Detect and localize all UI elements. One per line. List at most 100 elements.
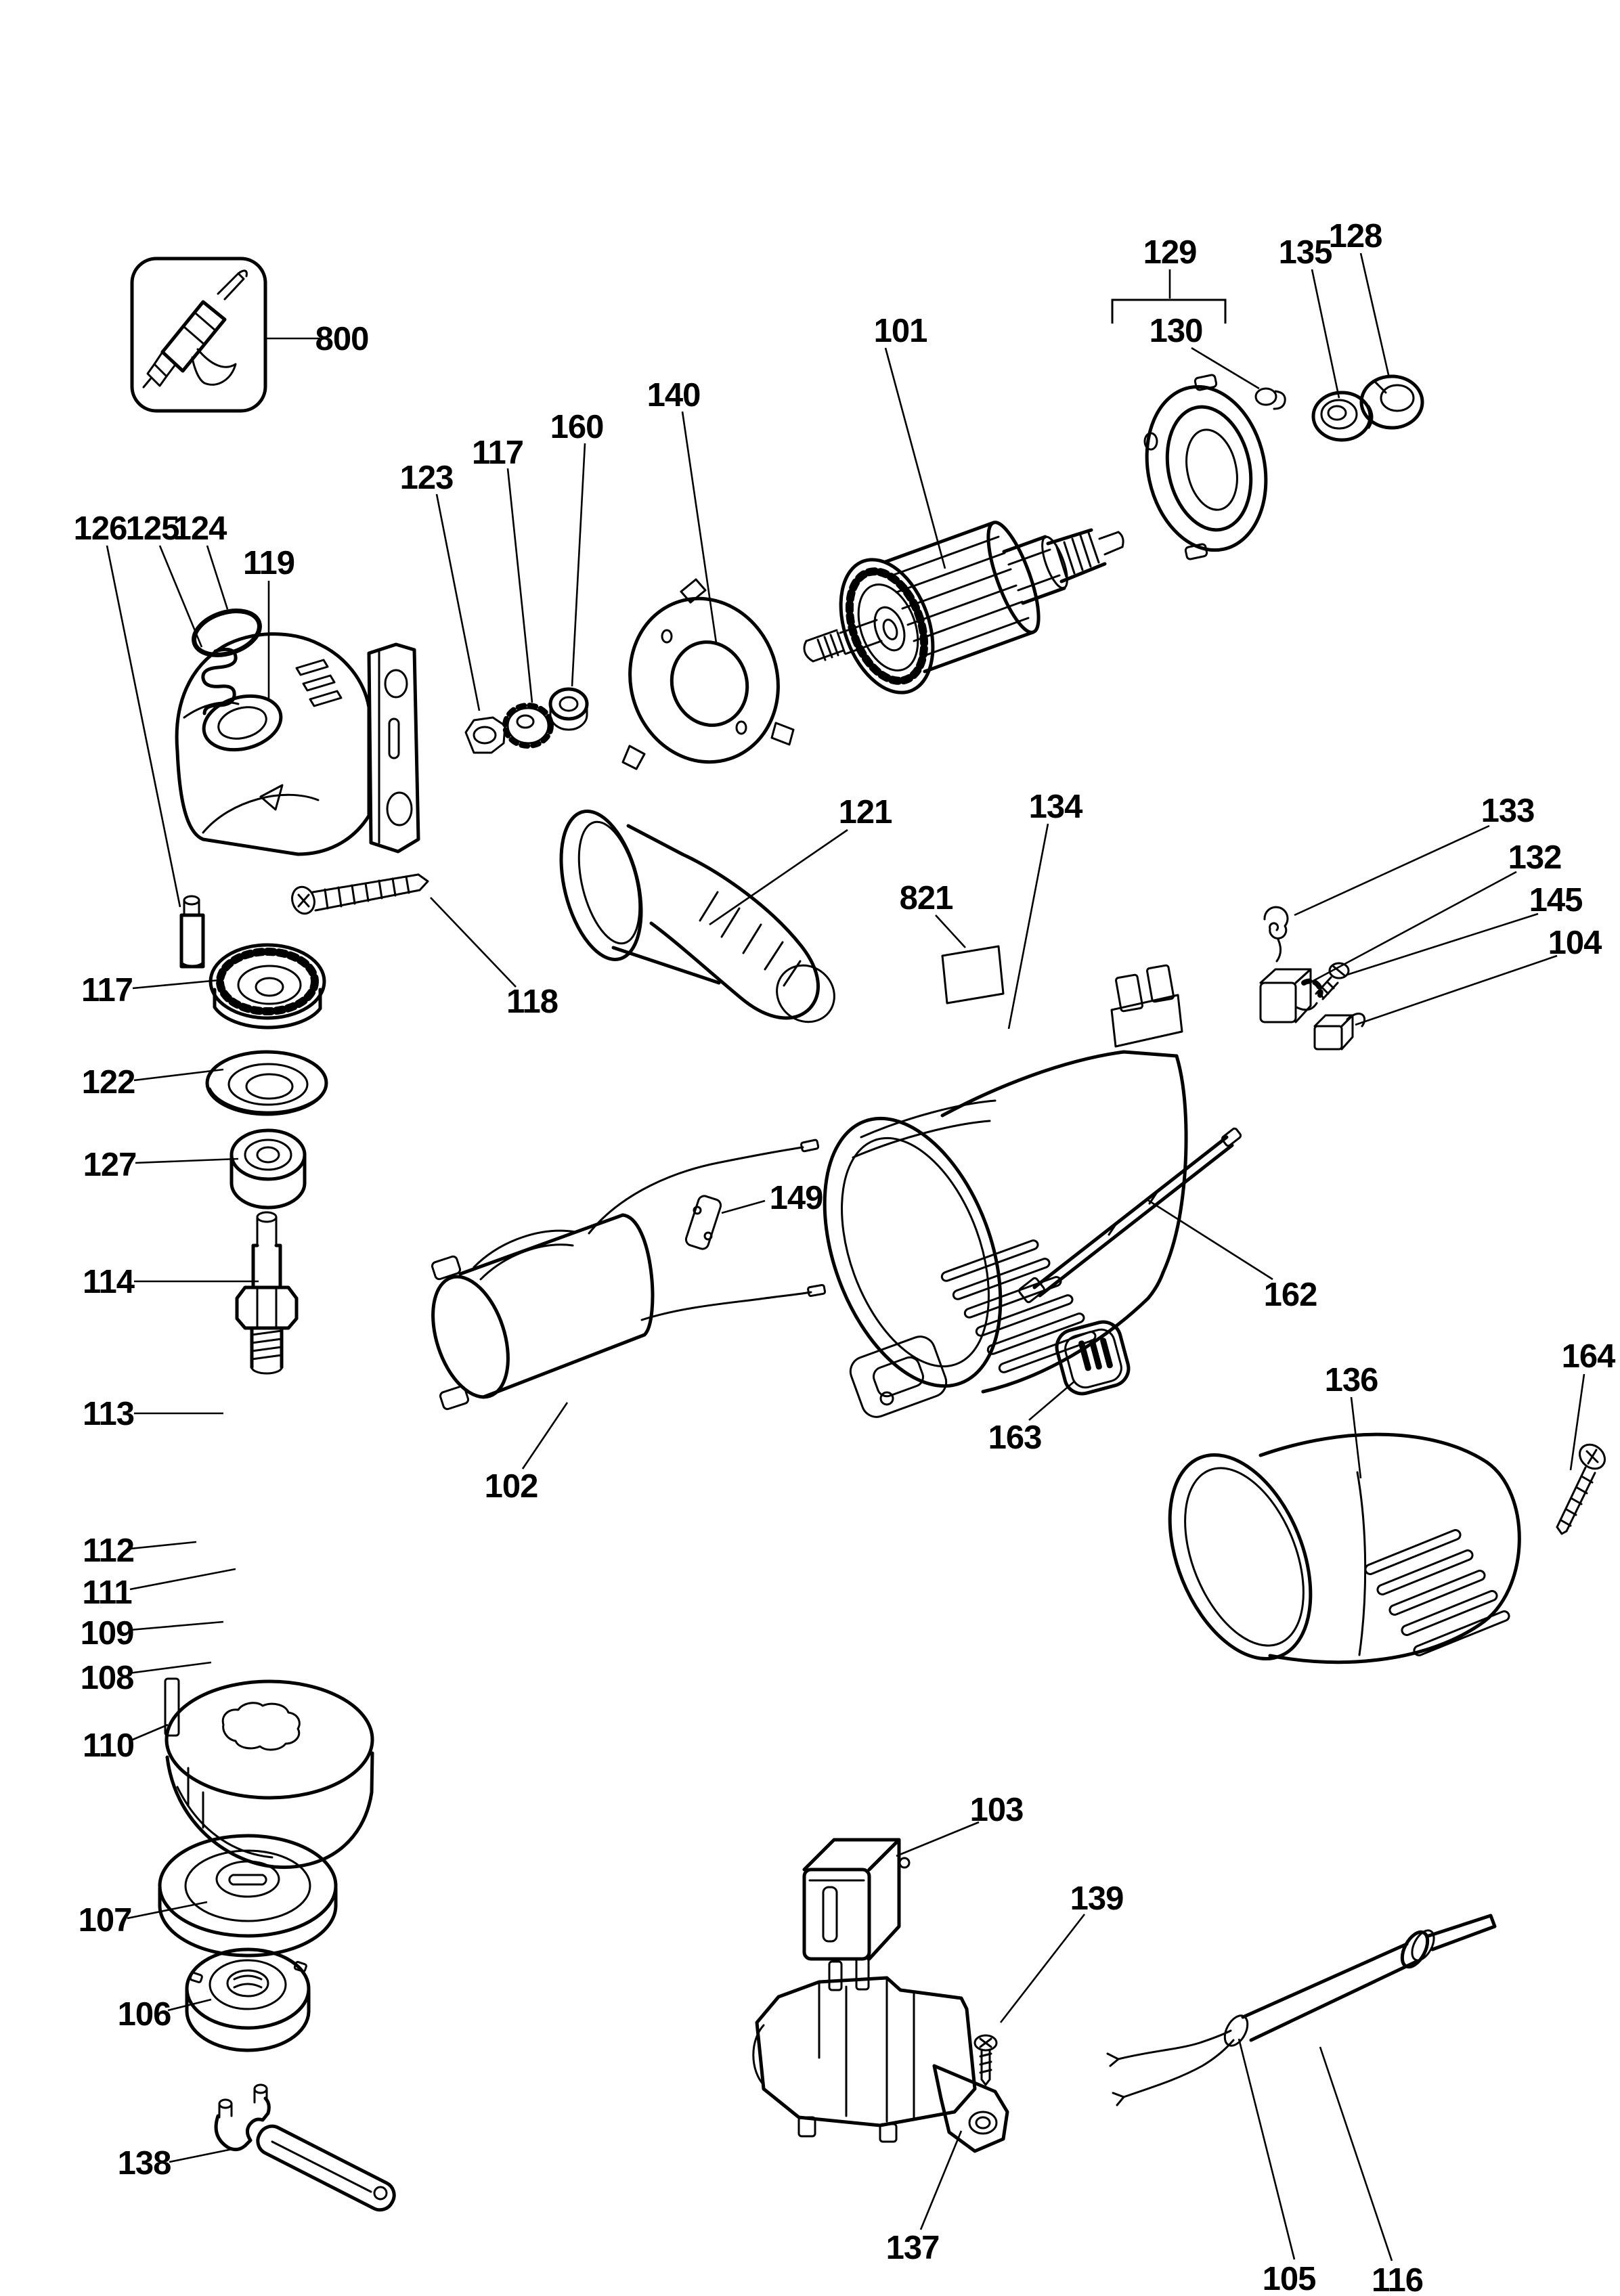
leader-108 (128, 1661, 212, 1675)
part-label-134: 134 (1029, 789, 1083, 825)
leader-124 (206, 545, 229, 610)
part-label-117: 117 (81, 972, 133, 1009)
part-field-case-136 (1168, 1432, 1521, 1664)
leader-134 (1007, 823, 1049, 1030)
part-label-117: 117 (472, 435, 523, 471)
part-label-127: 127 (83, 1147, 137, 1183)
part-label-104: 104 (1548, 925, 1602, 961)
part-label-125: 125 (126, 510, 179, 547)
part-spacer-160 (548, 687, 589, 731)
part-felt-ring-128 (1359, 374, 1424, 430)
leader-111 (129, 1568, 236, 1591)
part-label-116: 116 (1372, 2262, 1423, 2296)
part-motor-housing-134 (823, 964, 1188, 1418)
part-label-108: 108 (81, 1660, 134, 1696)
part-wheel-guard-110 (164, 1677, 374, 1870)
part-label-800: 800 (315, 321, 369, 357)
leader-107 (127, 1901, 208, 1920)
leader-149 (721, 1199, 766, 1214)
part-crown-gear-117 (209, 943, 326, 1030)
part-spring-125 (201, 647, 238, 715)
part-label-135: 135 (1279, 234, 1332, 271)
leader-116 (1319, 2046, 1393, 2261)
part-switch-pad-163 (1055, 1320, 1131, 1396)
part-label-sticker-821 (941, 945, 1005, 1005)
part-label-121: 121 (839, 794, 892, 831)
part-gear-housing-119 (175, 632, 420, 856)
part-spindle-nut-117 (464, 716, 506, 754)
part-label-145: 145 (1529, 882, 1583, 919)
part-label-103: 103 (970, 1792, 1024, 1828)
leader-126 (106, 545, 181, 908)
part-pin-cap-130 (1254, 387, 1286, 410)
leader-106 (167, 1998, 212, 2012)
part-label-107: 107 (79, 1902, 132, 1939)
part-label-119: 119 (243, 545, 294, 581)
part-label-162: 162 (1264, 1277, 1317, 1313)
leader-164 (1569, 1373, 1585, 1471)
part-label-106: 106 (118, 1996, 171, 2033)
part-screw-118 (291, 873, 429, 915)
part-clamp-nut-106 (185, 1947, 311, 2052)
part-label-128: 128 (1329, 218, 1382, 255)
part-label-136: 136 (1325, 1362, 1378, 1398)
leader-104 (1355, 954, 1558, 1026)
part-spindle-114 (235, 1211, 299, 1375)
part-ball-bearing-127 (229, 1128, 307, 1210)
part-pinion-gear-123 (502, 703, 554, 749)
leader-138 (169, 2147, 236, 2163)
leader-128 (1359, 252, 1391, 378)
leader-140 (681, 411, 718, 644)
leader-125 (158, 545, 203, 648)
part-label-149: 149 (770, 1180, 823, 1216)
part-screw-145 (1315, 962, 1350, 1000)
part-label-102: 102 (485, 1468, 538, 1505)
part-cord-set-105-116 (1106, 1914, 1497, 2106)
leader-109 (129, 1620, 224, 1631)
leader-123 (435, 493, 481, 711)
leader-101 (884, 347, 946, 569)
leader-162 (1146, 1198, 1273, 1281)
part-label-126: 126 (74, 510, 127, 547)
part-label-118: 118 (506, 984, 558, 1020)
part-armature-101 (803, 521, 1124, 694)
leader-139 (999, 1914, 1086, 2023)
leader-160 (571, 443, 586, 687)
part-label-821: 821 (900, 880, 953, 917)
leader-121 (709, 829, 848, 926)
leader-821 (935, 914, 966, 948)
part-label-105: 105 (1263, 2261, 1316, 2296)
group-bracket-0 (1111, 299, 1227, 324)
part-oring-124 (192, 609, 262, 657)
part-label-114: 114 (83, 1264, 135, 1300)
part-label-123: 123 (400, 460, 454, 496)
part-label-130: 130 (1150, 313, 1203, 349)
part-dust-washer-122 (205, 1050, 328, 1116)
part-brush-spring-133 (1263, 906, 1289, 963)
part-lock-pin-126 (179, 895, 205, 969)
part-side-handle-121 (559, 810, 835, 1023)
part-switch-button-103 (802, 1838, 911, 1961)
leader-105 (1238, 2038, 1296, 2260)
part-label-113: 113 (83, 1396, 134, 1432)
part-label-164: 164 (1562, 1338, 1616, 1375)
leader-135 (1311, 269, 1340, 399)
leader-132 (1311, 870, 1517, 983)
part-label-138: 138 (118, 2145, 171, 2182)
part-carbon-brush-104 (1313, 1013, 1366, 1051)
leader-130 (1191, 347, 1260, 390)
part-label-112: 112 (83, 1532, 134, 1569)
leader-133 (1294, 824, 1490, 917)
part-screw-164 (1556, 1443, 1606, 1535)
leader-122 (133, 1068, 224, 1082)
leader-137 (919, 2130, 963, 2230)
leader-110 (132, 1723, 169, 1741)
leader-127 (135, 1157, 239, 1164)
part-label-124: 124 (173, 510, 227, 547)
leader-163 (1028, 1380, 1076, 1421)
part-bearing-135 (1311, 391, 1374, 442)
leader-136 (1350, 1396, 1362, 1479)
part-label-132: 132 (1508, 839, 1562, 876)
